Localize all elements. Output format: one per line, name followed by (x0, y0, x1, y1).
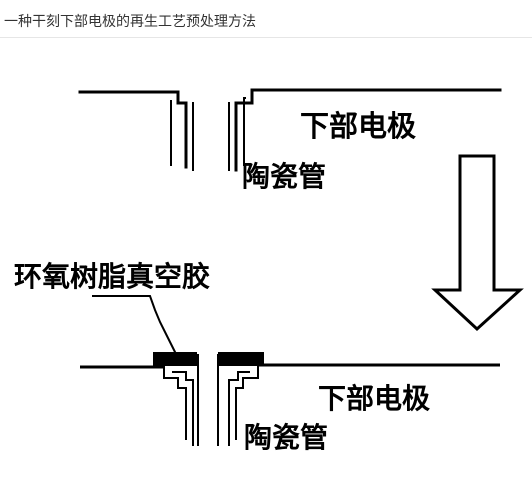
epoxy-glue-right (218, 352, 264, 366)
top-electrode-surface-right (234, 88, 502, 172)
title-bar: 一种干刻下部电极的再生工艺预处理方法 (0, 0, 532, 38)
bottom-inner-right (228, 371, 250, 446)
top-electrode-surface-left (78, 90, 188, 169)
top-electrode-label: 下部电极 (300, 109, 416, 143)
bottom-ceramic-tube-label: 陶瓷管 (244, 421, 328, 454)
epoxy-label: 环氧树脂真空胶 (14, 260, 210, 293)
top-ceramic-tube-label: 陶瓷管 (242, 160, 326, 193)
down-arrow-icon (431, 154, 524, 332)
bottom-step-left (163, 366, 187, 440)
bottom-step-right (235, 366, 259, 440)
bottom-electrode-label: 下部电极 (318, 382, 430, 415)
page-title: 一种干刻下部电极的再生工艺预处理方法 (4, 14, 256, 30)
bottom-figure (80, 352, 500, 446)
top-ceramic-tube-right (243, 97, 246, 166)
epoxy-leader-line (92, 295, 179, 359)
top-figure (78, 88, 502, 172)
bottom-inner-left (172, 371, 194, 446)
epoxy-glue-left (153, 352, 197, 366)
